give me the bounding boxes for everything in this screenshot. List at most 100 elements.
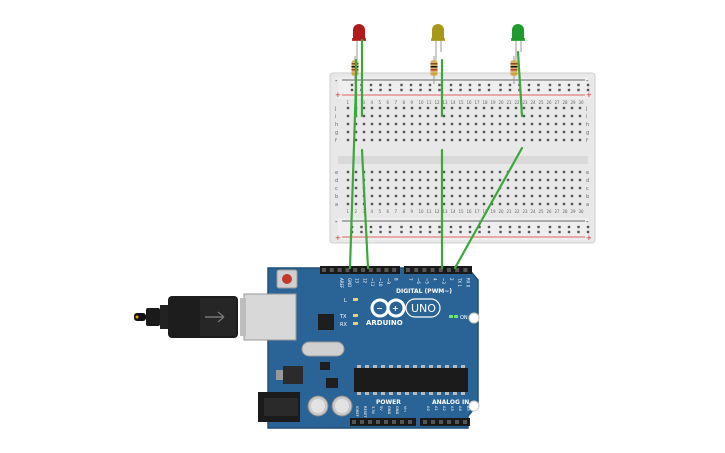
column-number: 9 (411, 100, 414, 105)
column-number: 8 (403, 209, 406, 214)
pin-label: ~5 (424, 278, 429, 284)
pin-label: A5 (466, 406, 470, 411)
pin-label: 8 (394, 278, 399, 281)
breadboard-holes (346, 83, 590, 234)
wire-pin-12[interactable] (360, 148, 370, 270)
column-number: 11 (427, 209, 433, 214)
atmega-chip (354, 368, 468, 392)
column-number: 5 (379, 209, 382, 214)
column-number: 2 (355, 209, 358, 214)
led3-lead-wire[interactable] (516, 50, 524, 118)
led-body (512, 24, 524, 40)
wire-gnd[interactable] (348, 82, 358, 270)
digital-header-right (404, 266, 472, 274)
row-letter: b (586, 194, 589, 200)
column-number: 26 (547, 209, 553, 214)
pin-label: 13 (355, 278, 360, 284)
pin-label: 7 (408, 278, 413, 281)
led-on (449, 315, 453, 318)
column-number: 9 (411, 209, 414, 214)
center-channel (338, 156, 588, 164)
column-number: 30 (579, 100, 585, 105)
column-number: 5 (379, 100, 382, 105)
rail-minus-label-tl: - (335, 77, 338, 85)
row-letter: h (586, 122, 589, 128)
column-number: 3 (363, 100, 366, 105)
pin-label: ~10 (378, 278, 383, 287)
column-number: 6 (387, 209, 390, 214)
row-letter: a (586, 202, 589, 208)
column-number: 19 (491, 209, 497, 214)
wire-pin-3[interactable] (453, 146, 524, 270)
column-number: 24 (531, 100, 537, 105)
column-number: 29 (571, 100, 577, 105)
reset-button-cap[interactable] (282, 274, 292, 284)
pin-label: GND (387, 406, 391, 414)
column-number: 30 (579, 209, 585, 214)
pin-label: A2 (442, 406, 446, 411)
svg-text:−: − (376, 304, 383, 313)
column-number: 13 (443, 100, 449, 105)
led-rx (353, 322, 358, 325)
column-number: 7 (395, 100, 398, 105)
column-number: 19 (491, 100, 497, 105)
column-number: 4 (371, 100, 374, 105)
analog-header (420, 418, 470, 426)
pin-label: RESET (363, 406, 367, 418)
pin-label: 12 (362, 278, 367, 284)
pin-label: A1 (434, 406, 438, 411)
column-number: 21 (507, 209, 513, 214)
rail-minus-label-tr: - (586, 77, 589, 85)
led-l-label: L (344, 298, 347, 304)
pin-label: 5V (379, 406, 383, 411)
row-letter: i (586, 114, 587, 120)
column-number: 27 (555, 209, 561, 214)
column-number: 17 (475, 100, 481, 105)
column-number: 1 (347, 100, 350, 105)
rail-plus-label-tl: + (335, 91, 341, 99)
digital-label: DIGITAL (PWM~) (396, 288, 452, 295)
pin-label: ~11 (370, 278, 375, 287)
wires (348, 38, 524, 270)
led-on-label: ON (460, 315, 468, 321)
row-letter: g (335, 130, 338, 136)
led-3[interactable] (511, 24, 525, 60)
row-letter: g (586, 130, 589, 136)
column-number: 1 (347, 209, 350, 214)
pin-label: ~9 (386, 278, 391, 284)
rail-plus-label-tr: + (586, 91, 592, 99)
column-number: 28 (563, 209, 569, 214)
column-number: 27 (555, 100, 561, 105)
pin-label: 2 (449, 278, 454, 281)
svg-text:+: + (392, 304, 399, 313)
rail-minus-label-bl: - (335, 218, 338, 226)
pin-label: GND (347, 278, 352, 287)
column-number: 22 (515, 209, 521, 214)
column-number: 7 (395, 209, 398, 214)
pin-label: GND (395, 406, 399, 414)
column-number: 22 (515, 100, 521, 105)
column-number: 15 (459, 209, 465, 214)
pin-label: A4 (458, 406, 462, 411)
led-2[interactable] (431, 24, 445, 60)
column-number: 4 (371, 209, 374, 214)
mount-hole (468, 312, 480, 324)
column-number: 20 (499, 100, 505, 105)
led-tx (353, 314, 358, 317)
column-number: 18 (483, 100, 489, 105)
row-letter: a (335, 202, 338, 208)
row-letter: f (586, 138, 588, 144)
column-number: 23 (523, 209, 529, 214)
led-1[interactable] (352, 24, 366, 60)
rail-plus-label-bl: + (335, 234, 341, 242)
pin-label: 4 (433, 278, 438, 281)
row-letter: e (586, 170, 589, 176)
column-number: 29 (571, 209, 577, 214)
led-l (353, 298, 358, 301)
column-number: 26 (547, 100, 553, 105)
pin-label: A3 (450, 406, 454, 411)
column-number: 25 (539, 100, 545, 105)
column-number: 12 (435, 209, 441, 214)
